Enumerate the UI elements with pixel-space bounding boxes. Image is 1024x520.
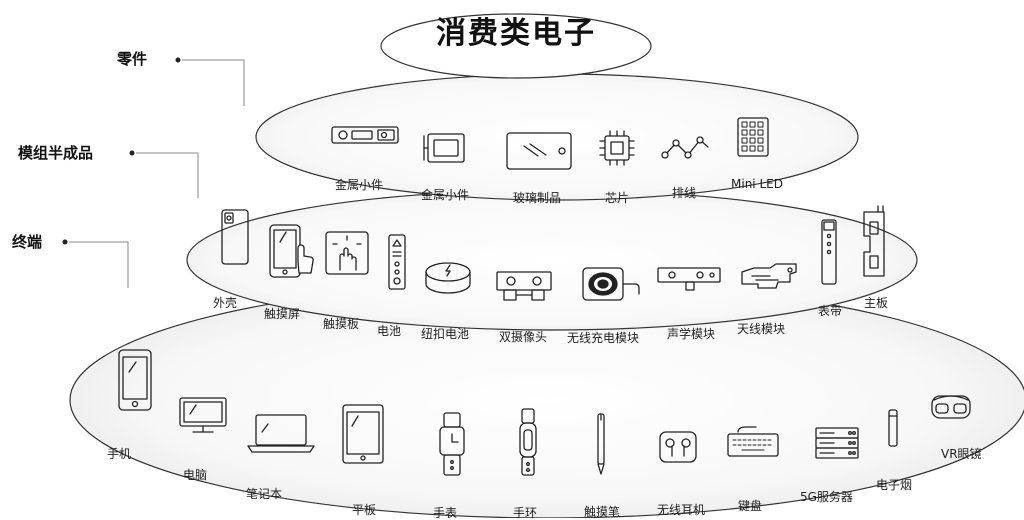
laptop-icon [247, 414, 315, 453]
mainboard-icon [863, 205, 885, 277]
touchpad-icon [325, 231, 369, 275]
module-label: 声学模块 [667, 327, 716, 341]
module-label: 外壳 [213, 296, 238, 310]
part-label: 排线 [672, 186, 697, 200]
watch-band-icon [821, 219, 837, 285]
stylus-icon [597, 413, 605, 475]
dual-camera-icon [496, 271, 552, 301]
chip-icon [599, 130, 635, 166]
terminal-label: 手表 [433, 506, 458, 520]
module-label: 纽扣电池 [421, 327, 470, 341]
band-icon [519, 408, 537, 476]
tier-connectors [62, 57, 245, 288]
acoustic-module-icon [657, 267, 721, 291]
terminal-label: 无线耳机 [657, 503, 706, 517]
module-label: 双摄像头 [499, 330, 548, 344]
terminal-label: 手环 [513, 506, 538, 520]
module-label: 电池 [377, 324, 402, 338]
module-label: 表带 [818, 304, 843, 318]
module-label: 无线充电模块 [567, 331, 640, 345]
wireless-charging-icon [582, 267, 640, 301]
server-icon [815, 427, 859, 459]
battery-icon [388, 234, 406, 290]
part-label: 玻璃制品 [513, 191, 562, 205]
tier-label-modules: 模组半成品 [18, 144, 94, 162]
glass-panel-icon [506, 132, 572, 170]
terminal-label: 笔记本 [246, 487, 283, 501]
title-ellipse [380, 13, 652, 79]
part-label: 金属小件 [335, 178, 384, 192]
part-label: 芯片 [605, 191, 630, 205]
terminal-label: VR眼镜 [941, 447, 982, 461]
part-label: 金属小件 [421, 188, 470, 202]
touchscreen-icon [269, 224, 314, 278]
terminal-label: 平板 [352, 503, 377, 517]
e-cigarette-icon [888, 409, 898, 447]
module-label: 主板 [864, 296, 889, 310]
phone-icon [118, 349, 152, 411]
diagram-title: 消费类电子 [436, 16, 596, 51]
keyboard-icon [727, 426, 779, 457]
vr-glasses-icon [931, 395, 971, 419]
metal-bracket-icon [331, 126, 399, 144]
desktop-icon [179, 397, 227, 433]
earbuds-icon [659, 431, 697, 463]
part-label: Mini LED [731, 177, 783, 191]
antenna-module-icon [741, 263, 797, 289]
tablet-icon [342, 404, 384, 464]
terminal-label: 5G服务器 [800, 490, 853, 504]
module-label: 触摸屏 [264, 307, 301, 321]
cable-icon [661, 136, 709, 159]
coin-battery-icon [425, 262, 471, 294]
terminal-label: 键盘 [738, 499, 763, 513]
tier-label-terminals: 终端 [12, 233, 43, 251]
module-label: 触摸板 [323, 317, 360, 331]
mini-led-icon [737, 117, 769, 157]
terminal-label: 电脑 [183, 468, 208, 482]
tier-label-parts: 零件 [117, 50, 148, 68]
terminal-label: 触摸笔 [584, 505, 621, 519]
module-label: 天线模块 [737, 322, 786, 336]
watch-icon [439, 412, 465, 476]
terminal-label: 手机 [107, 447, 132, 461]
terminal-label: 电子烟 [876, 478, 913, 492]
sim-tray-icon [423, 133, 465, 163]
shell-icon [221, 209, 249, 265]
